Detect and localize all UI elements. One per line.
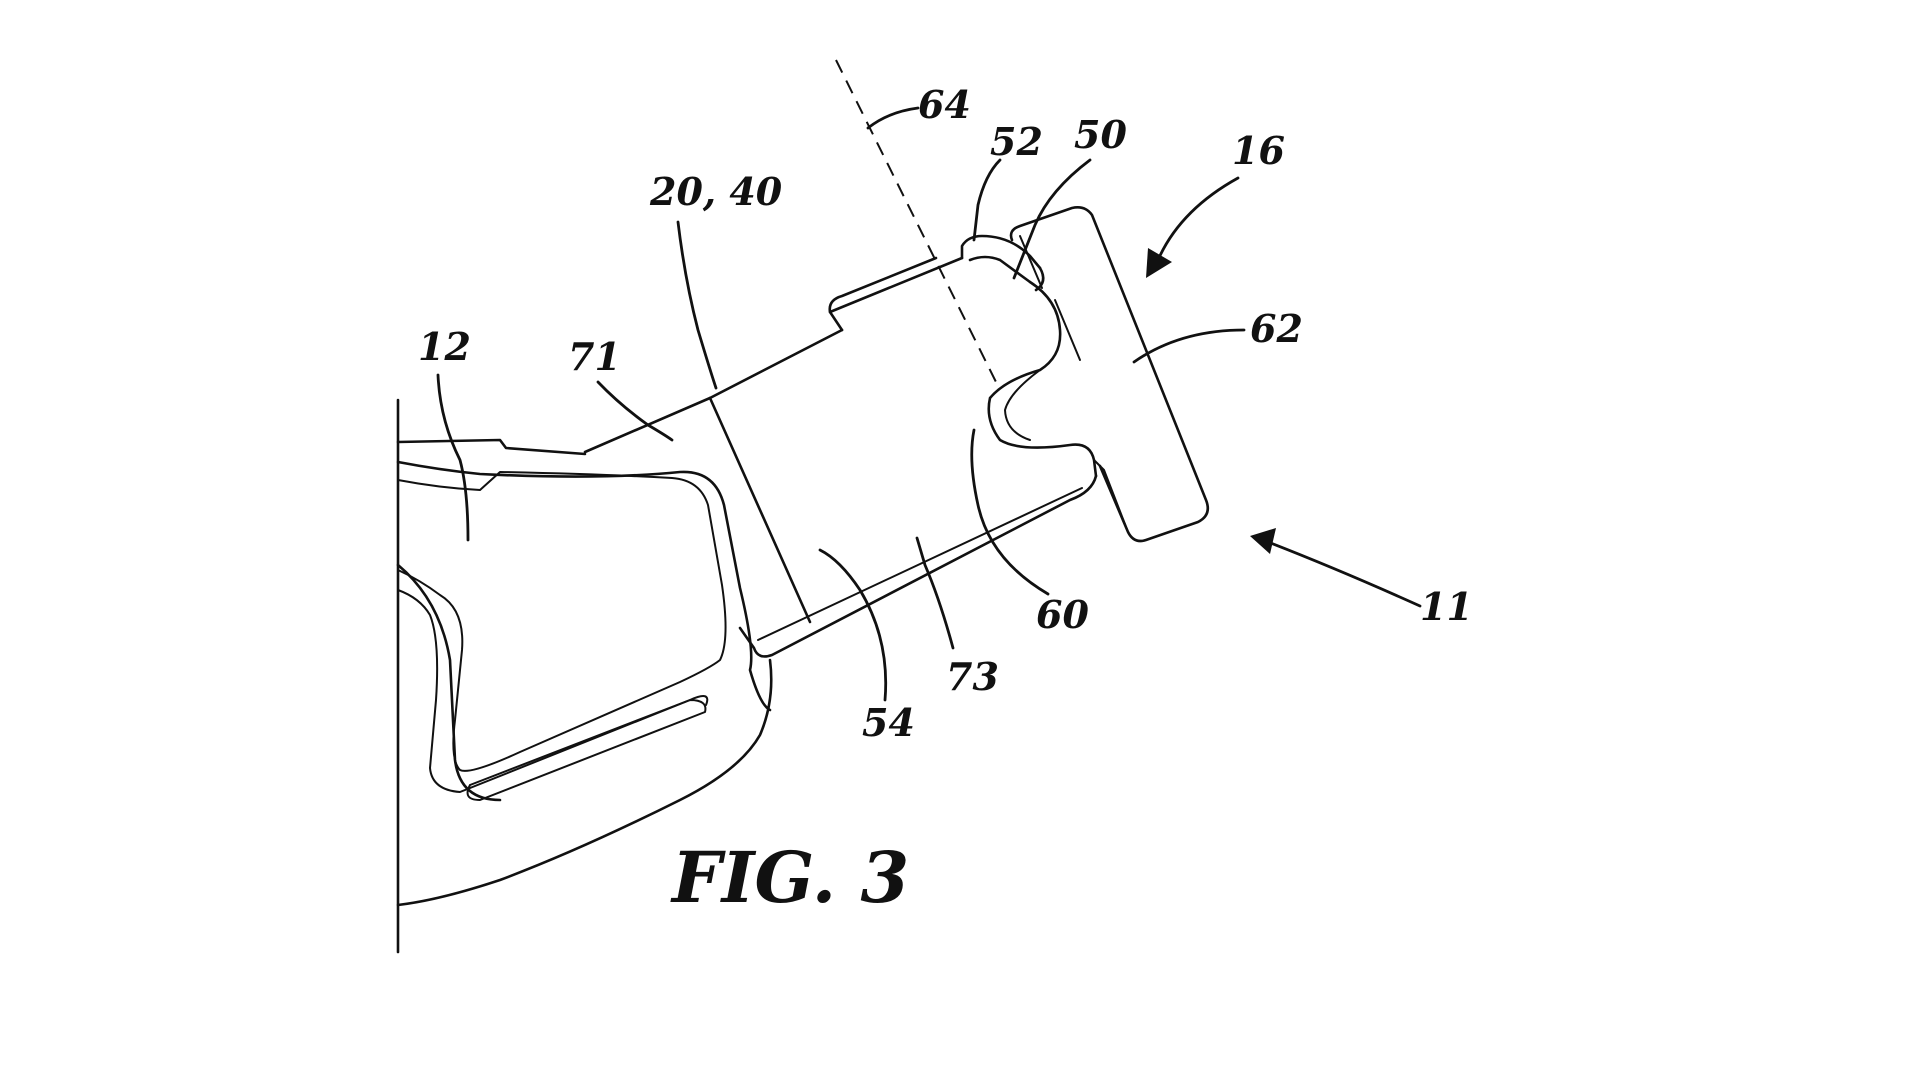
- housing-body: [396, 398, 773, 954]
- label-60: 60: [1036, 592, 1089, 637]
- reference-numerals: 12 71 20, 40 64 52 50 16 62 60 11 73 54: [418, 82, 1473, 745]
- label-20-40: 20, 40: [649, 169, 783, 214]
- label-52: 52: [990, 119, 1043, 164]
- label-16: 16: [1232, 128, 1285, 173]
- leader-lines: [436, 106, 1422, 702]
- label-62: 62: [1250, 306, 1303, 351]
- label-11: 11: [1420, 584, 1473, 629]
- axis-line-64: [835, 59, 997, 383]
- end-cap: [1009, 206, 1210, 543]
- label-73: 73: [946, 654, 999, 699]
- label-64: 64: [918, 82, 971, 127]
- label-50: 50: [1074, 112, 1127, 157]
- label-54: 54: [862, 700, 915, 745]
- label-12: 12: [418, 324, 471, 369]
- connector-body: [583, 234, 1098, 658]
- figure-caption: FIG. 3: [670, 836, 909, 919]
- label-71: 71: [568, 334, 621, 379]
